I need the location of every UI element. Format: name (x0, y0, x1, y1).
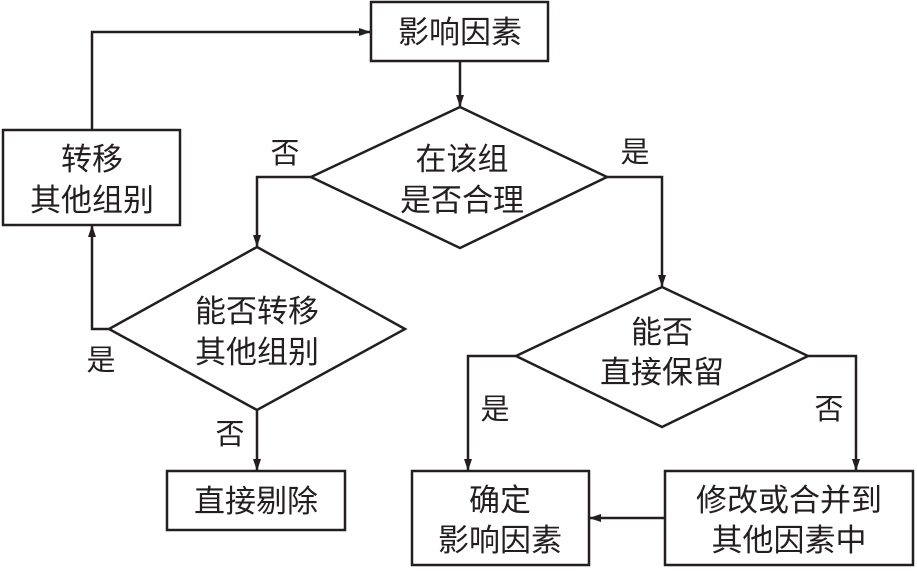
node-label-line-2: 是否合理 (400, 183, 524, 219)
node-transfer-box: 转移 其他组别 (1, 128, 182, 227)
process-box (1, 128, 182, 227)
decision-diamond (106, 245, 408, 412)
edge-transfer-to-start (90, 28, 371, 130)
process-box (663, 469, 915, 567)
edge-label-decision-group-yes: 是 (620, 135, 649, 169)
node-label-line-1: 能否转移 (195, 294, 319, 330)
node-start: 影响因素 (369, 0, 550, 63)
node-remove: 直接剔除 (165, 469, 347, 532)
node-label-line-1: 确定 (469, 483, 531, 519)
edge-labels: 否 是 是 否 是 否 (86, 135, 843, 451)
edge-decision-keep-no (808, 354, 860, 471)
node-label-line-1: 在该组 (416, 142, 509, 178)
edge-label-decision-keep-no: 否 (814, 392, 843, 426)
edge-decision-group-no (253, 175, 311, 247)
node-label-line-1: 转移 (61, 142, 123, 178)
node-label-line-2: 其他因素中 (712, 523, 867, 559)
edge-decision-keep-yes (464, 354, 516, 471)
node-confirm: 确定 影响因素 (410, 469, 591, 567)
edge-label-decision-transfer-no: 否 (215, 417, 244, 451)
node-decision-keep: 能否 直接保留 (513, 285, 811, 429)
node-label-line-1: 修改或合并到 (696, 483, 882, 519)
edge-decision-transfer-yes (88, 225, 109, 331)
process-box (165, 469, 347, 532)
edge-label-decision-keep-yes: 是 (480, 392, 509, 426)
node-decision-transfer: 能否转移 其他组别 (106, 245, 408, 412)
node-label-line-2: 其他组别 (195, 335, 319, 371)
edges (88, 28, 860, 522)
process-box (410, 469, 591, 567)
node-label-line-2: 影响因素 (438, 523, 562, 559)
node-label-line-1: 能否 (631, 315, 693, 351)
node-label-line-2: 直接保留 (600, 355, 724, 391)
edge-label-decision-transfer-yes: 是 (86, 343, 115, 377)
process-box (369, 0, 550, 63)
node-label: 直接剔除 (194, 484, 318, 520)
decision-diamond (308, 105, 610, 250)
edge-decision-group-yes (607, 175, 666, 287)
node-decision-group: 在该组 是否合理 (308, 105, 610, 250)
node-label: 影响因素 (398, 15, 522, 51)
node-label-line-2: 其他组别 (30, 183, 154, 219)
node-merge: 修改或合并到 其他因素中 (663, 469, 915, 567)
decision-diamond (513, 285, 811, 429)
edge-label-decision-group-no: 否 (270, 136, 299, 170)
